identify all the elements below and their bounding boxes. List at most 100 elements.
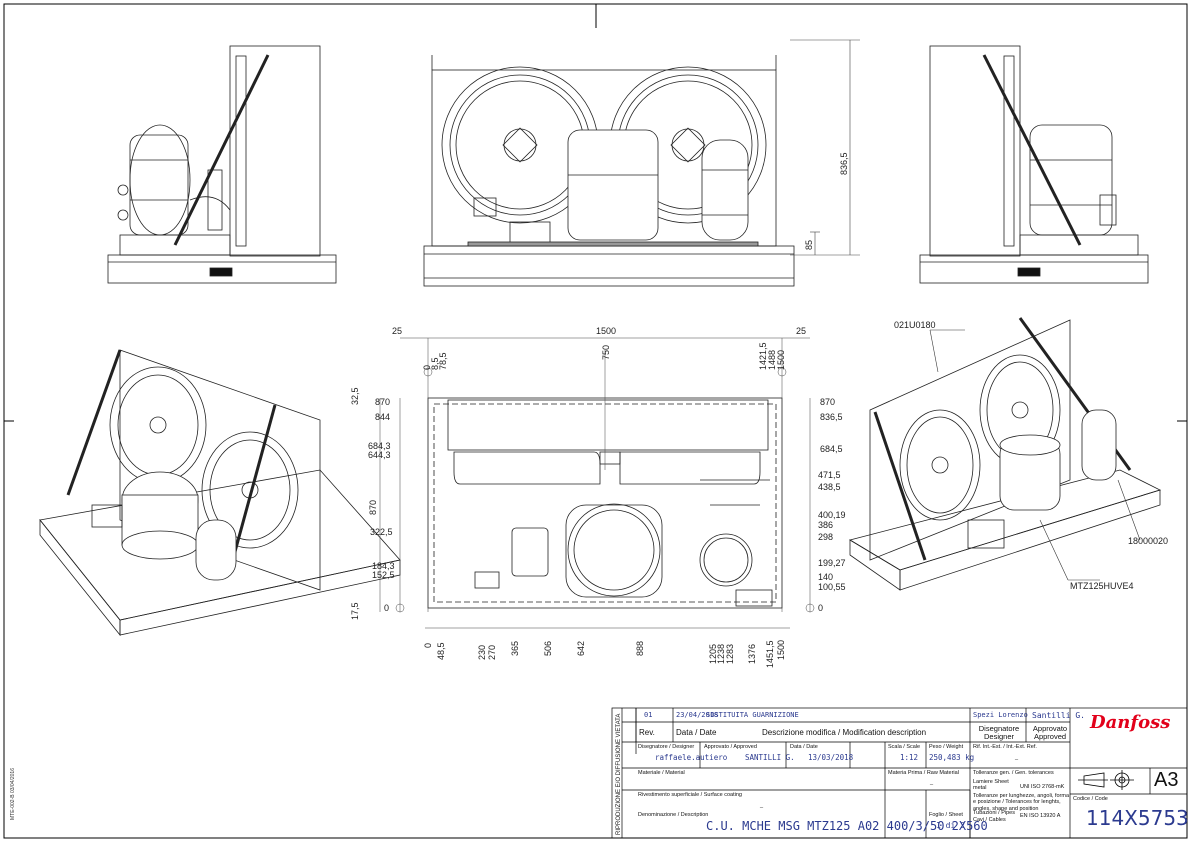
coating-value: _ <box>760 803 764 809</box>
dim-front-height: 836,5 <box>839 152 849 175</box>
header-approved: Approvato Approved <box>1032 724 1068 741</box>
dim-right-7: 298 <box>818 532 833 542</box>
dim-top-right-small-1: 1488 <box>767 350 777 370</box>
dim-front-base: 85 <box>804 240 814 250</box>
dim-right-11: 0 <box>818 603 823 613</box>
dim-right-5: 400,19 <box>818 510 846 520</box>
sheet-label: Foglio / Sheet <box>929 812 963 818</box>
designer-label: Disegnatore / Designer <box>638 744 695 750</box>
tolerance-desc: Tolleranze per lunghezze, angoli, forma … <box>973 793 1070 812</box>
dim-bottom-0: 0 <box>423 643 433 648</box>
tolerance-cables: Cavi / Cables <box>973 817 1006 823</box>
dim-left-4: 644,3 <box>368 450 391 460</box>
tolerance-sheet: Lamiere Sheet metal <box>973 779 1009 791</box>
tolerance-sheet-std: UNI ISO 2768-mK <box>1020 784 1065 790</box>
dim-bottom-12: 1451,5 <box>765 640 775 668</box>
raw-material-label: Materia Prima / Raw Material <box>888 770 959 776</box>
side-view-left <box>107 45 337 284</box>
rev-designer: Spezi Lorenzo <box>973 711 1028 719</box>
header-designer: Disegnatore Designer <box>978 724 1020 741</box>
front-view-dims <box>790 39 860 256</box>
header-desc: Descrizione modifica / Modification desc… <box>762 728 927 737</box>
dim-left-10: 0 <box>384 603 389 613</box>
iso-view-left <box>39 349 401 637</box>
dim-top-right-small-0: 1421,5 <box>758 342 768 370</box>
danfoss-logo: Danfoss <box>1090 712 1171 733</box>
projection-symbol-icon <box>1078 770 1134 790</box>
dim-bottom-13: 1500 <box>776 640 786 660</box>
callout-tube: 021U0180 <box>894 320 936 330</box>
date-label: Data / Date <box>790 744 818 750</box>
dim-bottom-4: 365 <box>510 641 520 656</box>
margin-note: MTE-002-B 03/04/2016 <box>10 768 16 820</box>
dim-left-3: 684,3 <box>368 441 391 451</box>
dim-right-4: 438,5 <box>818 482 841 492</box>
dim-bottom-9: 1238 <box>716 644 726 664</box>
dim-left-9: 17,5 <box>350 602 360 620</box>
callout-sight: 18000020 <box>1128 536 1168 546</box>
rev-approved: Santilli G. <box>1032 711 1085 720</box>
callout-lines <box>929 329 1141 581</box>
header-date: Data / Date <box>676 728 717 737</box>
dim-top-small-2: 78,5 <box>438 352 448 370</box>
approved-label: Approvato / Approved <box>704 744 757 750</box>
dim-top-right-margin: 25 <box>796 326 806 336</box>
dim-left-5: 870 <box>368 500 378 515</box>
designer-value: raffaele.autiero <box>655 753 728 762</box>
sheet-value: 1 di 2 <box>936 821 965 830</box>
dim-left-6: 322,5 <box>370 527 393 537</box>
scale-label: Scala / Scale <box>888 744 921 750</box>
dim-bottom-2: 230 <box>477 645 487 660</box>
raw-material-value: _ <box>930 780 934 786</box>
dim-right-8: 199,27 <box>818 558 846 568</box>
title-block-frame <box>611 707 1188 839</box>
dim-right-2: 684,5 <box>820 444 843 454</box>
scale-value: 1:12 <box>900 753 919 762</box>
tolerance-pipes-std: EN ISO 13920 A <box>1020 813 1061 819</box>
dim-left-0: 32,5 <box>350 387 360 405</box>
dim-bottom-10: 1283 <box>725 644 735 664</box>
rev-date: 23/04/2018 <box>676 711 719 719</box>
rev-desc: SOSTITUITA GUARNIZIONE <box>706 711 799 719</box>
denomination-label: Denominazione / Description <box>638 812 709 818</box>
dim-bottom-7: 888 <box>635 641 645 656</box>
dim-top-small-1: 8,5 <box>430 357 440 370</box>
dim-right-0: 870 <box>820 397 835 407</box>
dim-bottom-3: 270 <box>487 645 497 660</box>
drawing-code: 114X5753 <box>1086 806 1189 830</box>
dim-left-1: 870 <box>375 397 390 407</box>
code-label: Codice / Code <box>1073 796 1108 802</box>
dim-bottom-1: 48,5 <box>436 642 446 660</box>
material-label: Materiale / Material <box>638 770 685 776</box>
tolerance-pipes: Tubazioni / Pipes <box>973 810 1015 816</box>
dim-right-9: 140 <box>818 572 833 582</box>
rev-number: 01 <box>644 711 653 719</box>
dim-top-right-small-2: 1500 <box>776 350 786 370</box>
dim-right-1: 836,5 <box>820 412 843 422</box>
dim-top-center: 750 <box>601 345 611 360</box>
tolerance-label: Tolleranze gen. / Gen. tolerances <box>973 770 1054 776</box>
dim-top-small-0: 0 <box>422 365 432 370</box>
ref-label: Rif. Int.-Est. / Int.-Ext. Ref. <box>973 744 1037 750</box>
coating-label: Rivestimento superficiale / Surface coat… <box>638 792 742 798</box>
callout-compressor: MTZ125HUVE4 <box>1070 581 1134 591</box>
dim-left-7: 184,3 <box>372 561 395 571</box>
plan-view-dim-lines <box>379 337 815 629</box>
description-value: C.U. MCHE MSG MTZ125 A02 400/3/50 2X560 <box>706 819 988 833</box>
dim-right-6: 386 <box>818 520 833 530</box>
side-view-right <box>919 45 1149 284</box>
header-rev: Rev. <box>639 728 655 737</box>
front-view <box>423 55 795 287</box>
dim-right-10: 100,55 <box>818 582 846 592</box>
sheet-size: A3 <box>1154 769 1179 791</box>
date-value: 13/03/2018 <box>808 753 854 762</box>
ref-value: _ <box>1015 755 1019 761</box>
dim-right-3: 471,5 <box>818 470 841 480</box>
vertical-box-note: RIPRODUZIONE E/O DIFFUSIONE VIETATA <box>616 714 622 835</box>
dim-left-2: 844 <box>375 412 390 422</box>
dim-bottom-5: 506 <box>543 641 553 656</box>
iso-view-right <box>848 317 1162 591</box>
dim-top-left-margin: 25 <box>392 326 402 336</box>
dim-top-total-width: 1500 <box>596 326 616 336</box>
